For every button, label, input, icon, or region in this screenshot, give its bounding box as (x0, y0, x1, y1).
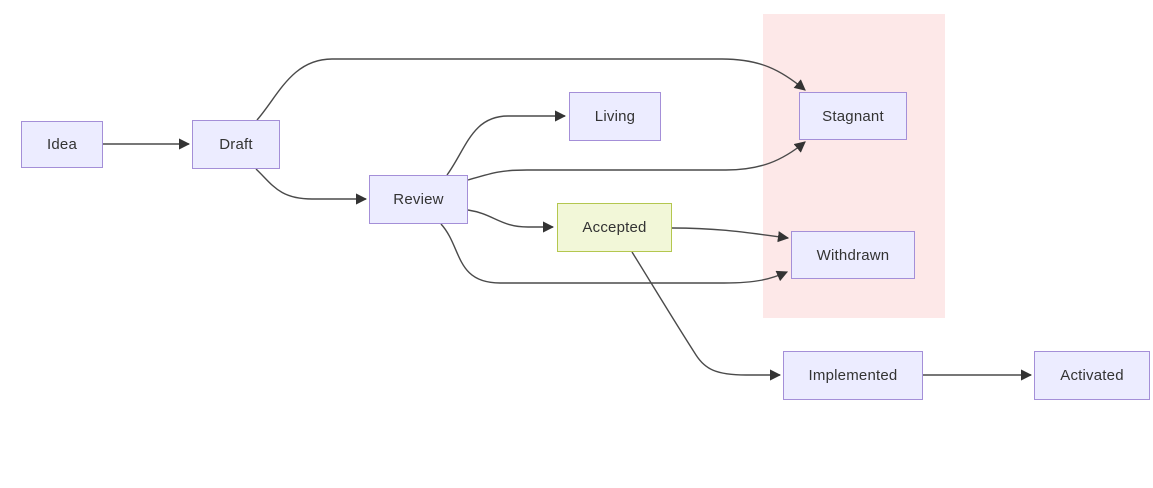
node-label-implemented: Implemented (808, 367, 898, 384)
edge-draft-stagnant (256, 58, 806, 121)
node-review: Review (369, 175, 468, 224)
node-withdrawn: Withdrawn (791, 231, 915, 279)
node-accepted: Accepted (557, 203, 672, 252)
edge-review-living (446, 110, 567, 176)
node-implemented: Implemented (783, 351, 923, 400)
node-label-accepted: Accepted (582, 219, 647, 236)
node-label-withdrawn: Withdrawn (816, 246, 890, 264)
node-label-living: Living (594, 108, 636, 125)
node-stagnant: Stagnant (799, 92, 907, 140)
node-label-stagnant: Stagnant (822, 107, 884, 125)
node-living: Living (569, 92, 661, 141)
node-label-idea: Idea (47, 136, 77, 153)
node-label-draft: Draft (219, 136, 253, 153)
edge-review-stagnant (467, 141, 806, 181)
node-label-review: Review (393, 191, 444, 208)
edge-accepted-withdrawn (671, 227, 790, 243)
edge-draft-review (255, 168, 368, 205)
edge-review-accepted (467, 209, 555, 233)
node-label-activated: Activated (1060, 367, 1124, 384)
node-activated: Activated (1034, 351, 1150, 400)
edge-review-withdrawn (440, 223, 789, 284)
node-idea: Idea (21, 121, 103, 168)
edge-accepted-implemented (631, 251, 782, 381)
node-draft: Draft (192, 120, 280, 169)
